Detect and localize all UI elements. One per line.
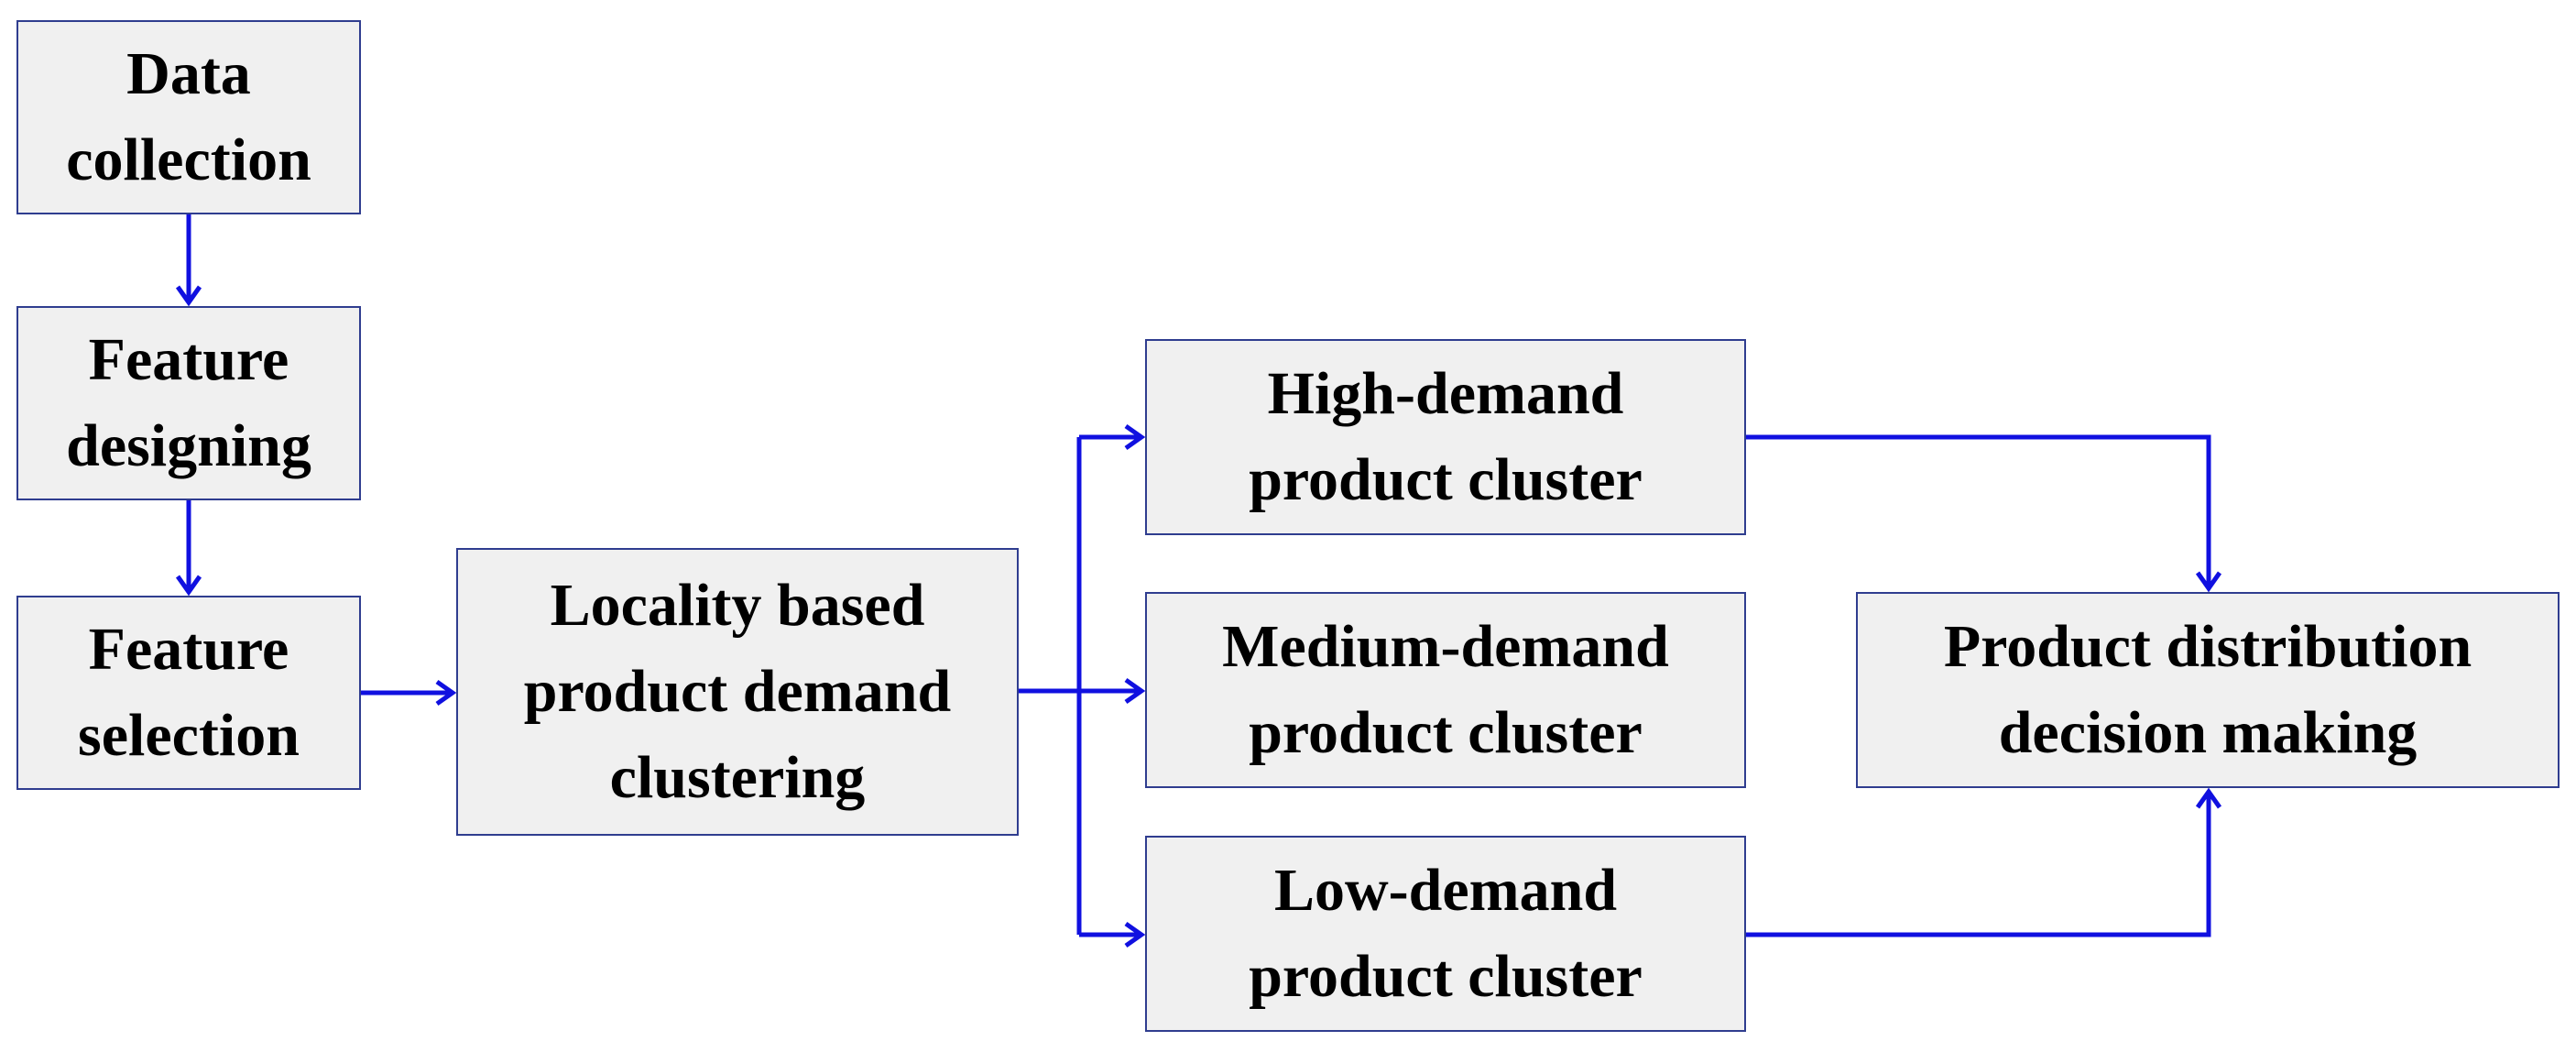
arrowhead-bus-to-low — [1124, 921, 1146, 948]
high-demand-cluster-box: High-demand product cluster — [1145, 339, 1746, 535]
locality-clustering-label: Locality based product demand clustering — [523, 572, 952, 811]
medium-demand-cluster-box: Medium-demand product cluster — [1145, 592, 1746, 788]
arrowhead-high-to-decision — [2195, 571, 2222, 593]
arrowhead-low-to-decision — [2195, 787, 2222, 809]
data-collection-label: Data collection — [66, 40, 311, 193]
arrowhead-designing-to-selection — [175, 575, 202, 597]
arrowhead-bus-to-medium — [1124, 677, 1146, 705]
medium-demand-cluster-label: Medium-demand product cluster — [1222, 613, 1669, 766]
arrowhead-selection-to-clustering — [435, 679, 457, 707]
feature-selection-label: Feature selection — [78, 616, 300, 769]
locality-clustering-box: Locality based product demand clustering — [456, 548, 1019, 836]
feature-designing-box: Feature designing — [16, 306, 361, 500]
arrowhead-collection-to-designing — [175, 285, 202, 307]
feature-selection-box: Feature selection — [16, 596, 361, 790]
feature-designing-label: Feature designing — [66, 326, 311, 479]
low-demand-cluster-label: Low-demand product cluster — [1249, 857, 1643, 1010]
arrowhead-bus-to-high — [1124, 423, 1146, 451]
data-collection-box: Data collection — [16, 20, 361, 214]
low-demand-cluster-box: Low-demand product cluster — [1145, 836, 1746, 1032]
decision-making-label: Product distribution decision making — [1943, 613, 2472, 766]
arrow-low-to-decision — [1746, 792, 2211, 937]
decision-making-box: Product distribution decision making — [1856, 592, 2560, 788]
arrow-high-to-decision — [1746, 434, 2211, 588]
high-demand-cluster-label: High-demand product cluster — [1249, 360, 1643, 513]
